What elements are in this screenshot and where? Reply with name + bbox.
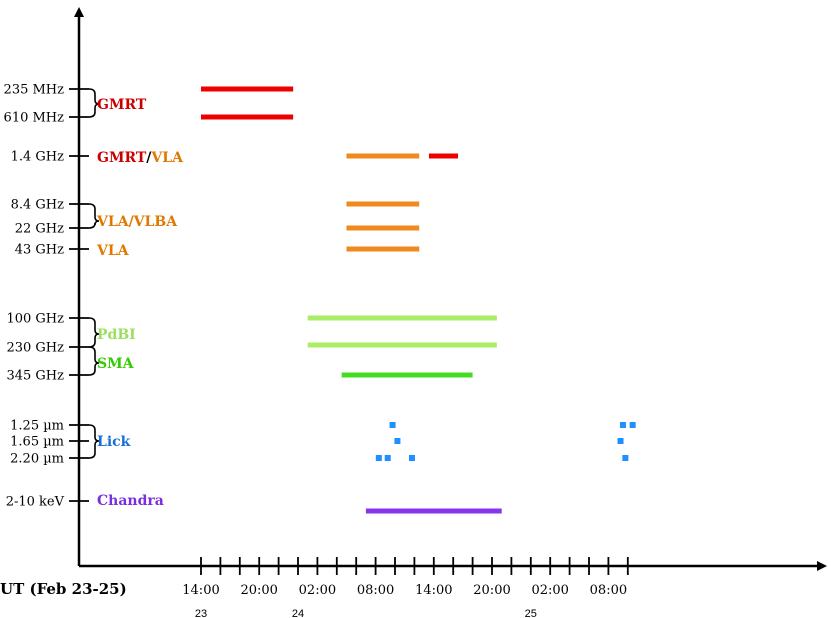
x-tick-label: 20:00 (240, 583, 277, 598)
band-label: 345 GHz (6, 369, 64, 384)
point-lick (394, 438, 401, 444)
x-tick-label: 08:00 (357, 583, 394, 598)
observation-segments (201, 86, 502, 514)
instrument-label-vla: VLA (96, 243, 130, 259)
band-label: 230 GHz (6, 341, 64, 356)
instrument-label-gmrt: GMRT (97, 97, 147, 113)
band-label: 22 GHz (15, 222, 64, 237)
band-label: 43 GHz (15, 243, 64, 258)
band-label: 8.4 GHz (11, 198, 65, 213)
instrument-label-part: PdBI (97, 327, 136, 343)
instrument-brace (88, 346, 100, 376)
x-tick-label: 08:00 (590, 583, 627, 598)
instrument-labels: GMRTGMRT/VLAVLA/VLBAVLAPdBISMALickChandr… (88, 88, 184, 509)
point-lick (389, 422, 396, 428)
instrument-label-part: GMRT (97, 150, 147, 166)
band-label: 1.25 µm (10, 419, 64, 434)
instrument-brace (88, 88, 100, 118)
day-label: 23 (195, 608, 207, 618)
band-label: 610 MHz (4, 111, 65, 126)
instrument-label-part: VLA (96, 243, 130, 259)
instrument-label-sma: SMA (97, 356, 135, 372)
x-ticks: 14:00 20:00 02:00 08:00 14:00 20:00 02:00 08:00… (182, 557, 629, 618)
observation-points (375, 422, 636, 461)
instrument-brace (88, 424, 100, 459)
band-label: 2-10 keV (6, 495, 65, 510)
x-axis-title: UT (Feb 23-25) (0, 580, 127, 598)
x-tick-label: 14:00 (182, 583, 219, 598)
point-lick (375, 455, 382, 461)
point-lick (629, 422, 636, 428)
instrument-label-gmrtvla: GMRT/VLA (97, 150, 184, 166)
point-lick (384, 455, 391, 461)
band-label: 1.4 GHz (11, 150, 65, 165)
point-lick (619, 422, 626, 428)
band-label: 235 MHz (4, 83, 65, 98)
band-label: 2.20 µm (10, 452, 64, 467)
instrument-label-lick: Lick (97, 434, 131, 450)
instrument-label-vlavlba: VLA/VLBA (96, 214, 178, 230)
instrument-label-part: VLA (150, 150, 184, 166)
x-tick-label: 02:00 (299, 583, 336, 598)
band-label: 1.65 µm (10, 435, 64, 450)
point-lick (617, 438, 624, 444)
x-tick-label: 20:00 (473, 583, 510, 598)
x-tick-label: 14:00 (415, 583, 452, 598)
point-lick (622, 455, 629, 461)
instrument-label-part: Lick (97, 434, 131, 450)
instrument-brace (88, 317, 100, 348)
instrument-label-part: GMRT (97, 97, 147, 113)
instrument-label-part: / (146, 150, 152, 166)
instrument-label-part: SMA (97, 356, 135, 372)
x-tick-label: 02:00 (531, 583, 568, 598)
band-label: 100 GHz (6, 312, 64, 327)
day-label: 24 (292, 608, 304, 618)
axes (74, 7, 827, 571)
instrument-label-pdbi: PdBI (97, 327, 136, 343)
instrument-label-chandra: Chandra (97, 493, 164, 509)
instrument-label-part: Chandra (97, 493, 164, 509)
band-labels: 235 MHz 610 MHz 1.4 GHz 8.4 GHz 22 GHz 43 GHz… (4, 83, 89, 510)
day-label: 25 (525, 608, 537, 618)
point-lick (408, 455, 415, 461)
instrument-brace (88, 203, 100, 229)
instrument-label-part: VLA/VLBA (96, 214, 178, 230)
